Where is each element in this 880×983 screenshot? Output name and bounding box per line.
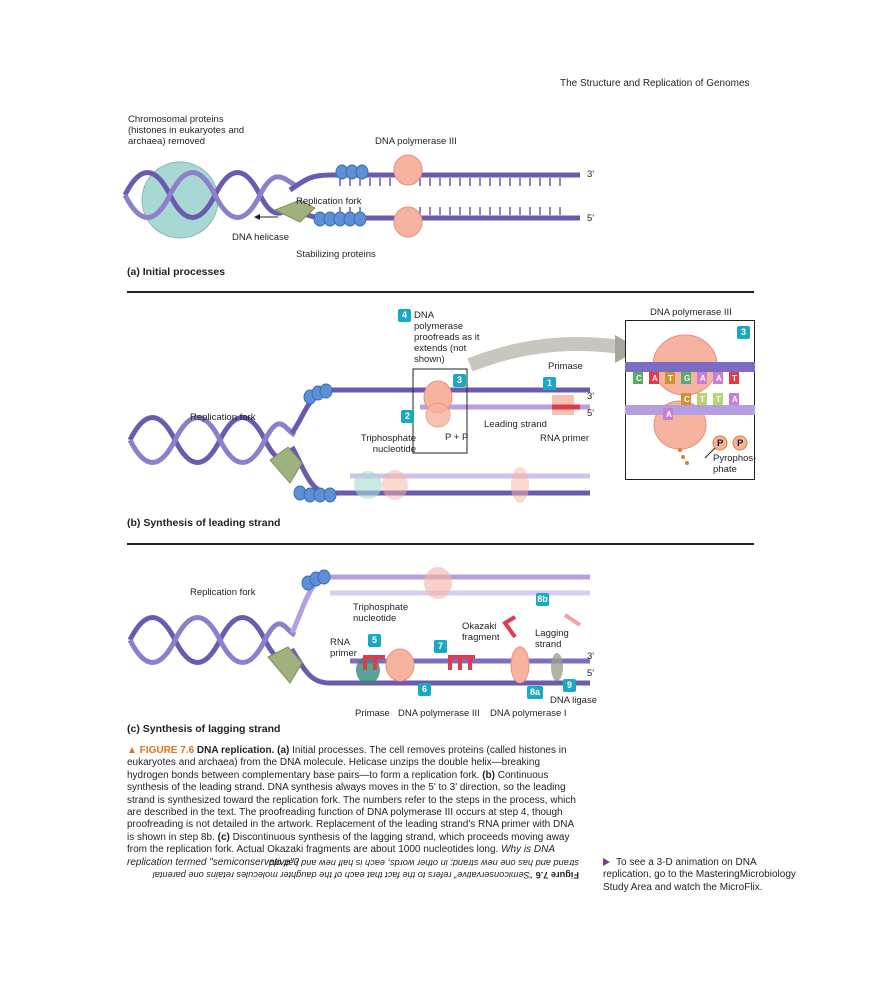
step-9: 9 [563, 679, 576, 692]
upside-down-answer: Figure 7.6 "Semiconservative" refers to … [127, 857, 579, 881]
inset-base-t4: T [716, 395, 721, 404]
label-ligase: DNA ligase [550, 695, 597, 706]
panel-b-title: (b) Synthesis of leading strand [127, 517, 281, 529]
label-pol3-c: DNA polymerase III [398, 708, 480, 719]
step-6: 6 [418, 683, 431, 696]
inset-base-t3: T [700, 395, 705, 404]
base-ticks [339, 178, 561, 215]
label-leading-strand: Leading strand [484, 419, 547, 430]
panel-c-illustration [127, 567, 590, 686]
figure-caption: ▲ FIGURE 7.6 DNA replication. (a) Initia… [127, 745, 579, 869]
inset-base-a3: A [716, 374, 722, 383]
label-lagging-strand: Lagging strand [535, 628, 569, 650]
answer-text: "Semiconservative" refers to the fact th… [152, 858, 579, 880]
label-triphosphate-b: Triphosphate nucleotide [360, 433, 416, 455]
step-8a: 8a [527, 686, 543, 699]
running-header: The Structure and Replication of Genomes [560, 78, 750, 89]
panel-b-illustration [127, 335, 640, 503]
panel-a-illustration [122, 154, 580, 239]
inset-base-t1: T [668, 374, 673, 383]
inset-base-a2: A [700, 374, 706, 383]
step-3: 3 [453, 374, 466, 387]
inset-base-c: C [636, 374, 642, 383]
step-7: 7 [434, 640, 447, 653]
caption-question: Why is DNA replication termed "semiconse… [127, 844, 555, 868]
label-polymerase-a: DNA polymerase III [375, 136, 457, 147]
caption-figure-number: ▲ FIGURE 7.6 [127, 745, 195, 756]
label-3prime-c: 3' [587, 651, 595, 662]
helix-strand-2 [122, 170, 297, 220]
label-step4: DNA polymerase proofreads as it extends … [414, 310, 480, 365]
label-okazaki: Okazaki fragment [462, 621, 500, 643]
label-stabilizing-proteins: Stabilizing proteins [296, 249, 376, 260]
label-rna-primer-c: RNA primer [330, 637, 357, 659]
caption-c-tag: (c) [217, 831, 230, 843]
label-replication-fork-b: Replication fork [190, 412, 256, 423]
step-3-inset: 3 [737, 326, 750, 339]
step-1: 1 [543, 377, 556, 390]
helicase-shape [273, 199, 316, 223]
inset-p1: P [717, 438, 724, 449]
play-icon [603, 858, 610, 867]
polymerase-top [393, 154, 423, 186]
polymerase-bottom [393, 206, 423, 238]
inset-base-c2: C [684, 395, 690, 404]
label-rna-primer-b: RNA primer [540, 433, 590, 444]
label-pp: P + P [445, 432, 469, 443]
label-5prime-a: 5' [587, 213, 595, 224]
label-pyrophosphate: Pyrophos- phate [713, 453, 757, 475]
caption-heading: DNA replication. [196, 745, 275, 756]
fork-top-strand [288, 172, 580, 193]
answer-label: Figure 7.6 [535, 870, 579, 880]
panel-a-title: (a) Initial processes [127, 266, 226, 278]
inset-base-a4: A [732, 395, 738, 404]
label-primase-b: Primase [548, 361, 583, 372]
inset-polymerase [625, 320, 755, 480]
step-4: 4 [398, 309, 411, 322]
inset-base-g: G [684, 374, 691, 383]
divider-1 [127, 291, 754, 293]
label-pol1-c: DNA polymerase I [490, 708, 567, 719]
label-primase-c: Primase [355, 708, 390, 719]
label-helicase: DNA helicase [232, 232, 290, 243]
label-3prime-a: 3' [587, 169, 595, 180]
label-chromosomal-proteins: Chromosomal proteins (histones in eukary… [128, 114, 245, 147]
label-5prime-c: 5' [587, 668, 595, 679]
label-replication-fork-a: Replication fork [296, 196, 362, 207]
caption-b-tag: (b) [482, 769, 495, 781]
step-2: 2 [401, 410, 414, 423]
inset-base-a1: A [652, 374, 658, 383]
caption-a-text: Initial processes. The cell removes prot… [127, 745, 567, 781]
inset-p2: P [737, 438, 744, 449]
panel-c-title: (c) Synthesis of lagging strand [127, 723, 281, 735]
inset-base-t2: T [732, 374, 737, 383]
divider-2 [127, 543, 754, 545]
label-3prime-b: 3' [587, 391, 595, 402]
caption-c-text: Discontinuous synthesis of the lagging s… [127, 831, 570, 856]
caption-a-tag: (a) [277, 745, 290, 756]
microflix-note[interactable]: To see a 3-D animation on DNA replicatio… [603, 857, 803, 894]
microflix-text: To see a 3-D animation on DNA replicatio… [603, 857, 796, 893]
step-5: 5 [368, 634, 381, 647]
step-8b: 8b [536, 593, 549, 606]
label-replication-fork-c: Replication fork [190, 587, 256, 598]
caption-b-text: Continuous synthesis of the leading stra… [127, 769, 576, 843]
label-triphosphate-c: Triphosphate nucleotide [353, 602, 409, 624]
label-5prime-b: 5' [587, 408, 595, 419]
inset-incoming-base: A [666, 410, 672, 419]
label-inset-polymerase: DNA polymerase III [650, 307, 732, 318]
stabilizing-proteins [313, 164, 369, 227]
